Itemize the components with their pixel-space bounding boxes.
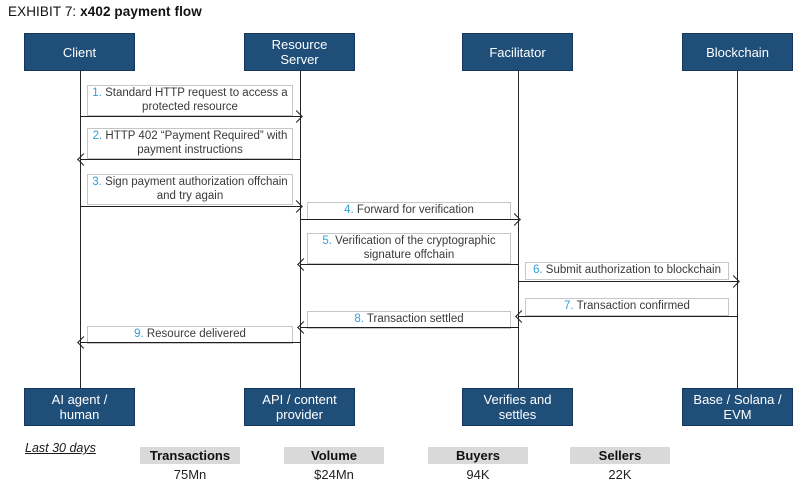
message-6-label: 6. Submit authorization to blockchain xyxy=(525,262,729,280)
actor-top-resource-server: Resource Server xyxy=(244,33,355,71)
message-2-number: 2. xyxy=(92,130,103,142)
message-2-label: 2. HTTP 402 “Payment Required” with paym… xyxy=(87,128,293,159)
message-8-arrow xyxy=(297,321,518,334)
message-5-text: Verification of the cryptographic signat… xyxy=(331,235,496,261)
message-1-label: 1. Standard HTTP request to access a pro… xyxy=(87,85,293,116)
message-9-label: 9. Resource delivered xyxy=(87,326,293,344)
stat-transactions-label: Transactions xyxy=(140,447,240,464)
message-5-arrow xyxy=(297,258,518,271)
message-2-text: HTTP 402 “Payment Required” with payment… xyxy=(102,130,288,156)
actor-top-blockchain: Blockchain xyxy=(682,33,793,71)
message-3-text: Sign payment authorization offchain and … xyxy=(101,176,288,202)
stat-transactions-value: 75Mn xyxy=(173,467,207,482)
message-5-number: 5. xyxy=(322,235,332,247)
message-1-arrow xyxy=(80,110,303,123)
message-6-number: 6. xyxy=(533,264,543,276)
message-2-arrow xyxy=(77,153,300,166)
title-text: x402 payment flow xyxy=(80,4,202,19)
message-4-number: 4. xyxy=(344,204,354,216)
message-7-label: 7. Transaction confirmed xyxy=(525,298,729,316)
message-4-text: Forward for verification xyxy=(353,204,474,216)
message-7-number: 7. xyxy=(564,300,574,312)
actor-bottom-facilitator: Verifies and settles xyxy=(462,388,573,426)
actor-top-client: Client xyxy=(24,33,135,71)
message-6-text: Submit authorization to blockchain xyxy=(542,264,721,276)
message-4-label: 4. Forward for verification xyxy=(307,202,511,220)
lifeline-blockchain xyxy=(737,71,738,388)
stat-transactions: Transactions 75Mn xyxy=(140,447,240,482)
stat-buyers-label: Buyers xyxy=(428,447,528,464)
stat-volume: Volume $24Mn xyxy=(284,447,384,482)
stat-sellers: Sellers 22K xyxy=(570,447,670,482)
title-prefix: EXHIBIT 7: xyxy=(8,4,81,19)
message-6-arrow xyxy=(518,275,740,288)
stat-buyers: Buyers 94K xyxy=(428,447,528,482)
lifeline-resource-server xyxy=(300,71,301,388)
message-1-number: 1. xyxy=(92,87,102,99)
stat-sellers-label: Sellers xyxy=(570,447,670,464)
stat-buyers-value: 94K xyxy=(466,467,490,482)
message-4-arrow xyxy=(300,213,521,226)
message-1-text: Standard HTTP request to access a protec… xyxy=(101,87,288,113)
stats-period-label: Last 30 days xyxy=(25,441,96,455)
message-9-text: Resource delivered xyxy=(143,328,246,340)
message-5-label: 5. Verification of the cryptographic sig… xyxy=(307,233,511,264)
message-3-label: 3. Sign payment authorization offchain a… xyxy=(87,174,293,205)
actor-bottom-resource-server: API / content provider xyxy=(244,388,355,426)
actor-bottom-blockchain: Base / Solana / EVM xyxy=(682,388,793,426)
message-8-text: Transaction settled xyxy=(363,313,464,325)
stat-volume-label: Volume xyxy=(284,447,384,464)
stat-sellers-value: 22K xyxy=(608,467,632,482)
message-8-label: 8. Transaction settled xyxy=(307,311,511,329)
lifeline-facilitator xyxy=(518,71,519,388)
message-9-arrow xyxy=(77,336,300,349)
message-7-text: Transaction confirmed xyxy=(573,300,690,312)
message-7-arrow xyxy=(515,310,737,323)
message-3-arrow xyxy=(80,200,303,213)
stat-volume-value: $24Mn xyxy=(314,467,354,482)
actor-bottom-client: AI agent / human xyxy=(24,388,135,426)
message-3-number: 3. xyxy=(92,176,102,188)
actor-top-facilitator: Facilitator xyxy=(462,33,573,71)
page-title: EXHIBIT 7: x402 payment flow xyxy=(8,4,202,19)
message-9-number: 9. xyxy=(134,328,144,340)
lifeline-client xyxy=(80,71,81,388)
message-8-number: 8. xyxy=(354,313,364,325)
